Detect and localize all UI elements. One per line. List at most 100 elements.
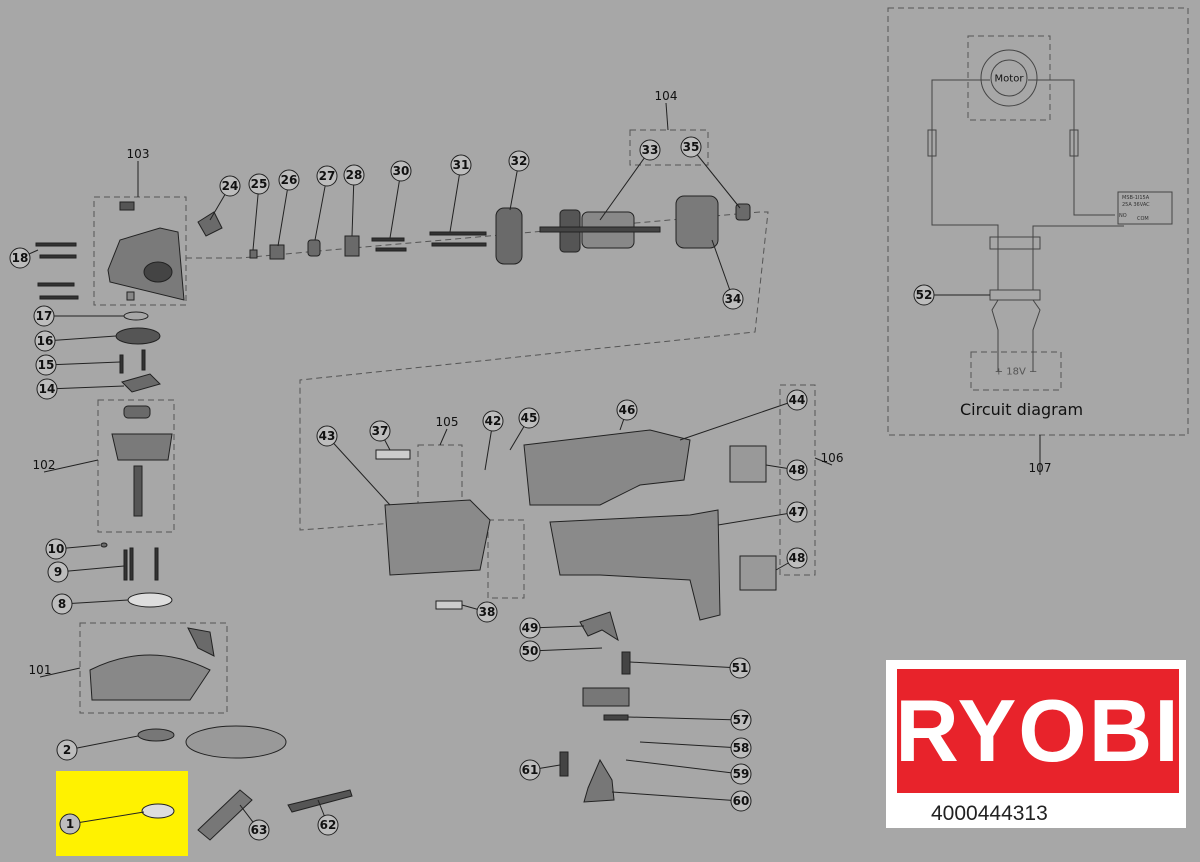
group-label-101: 101	[29, 663, 52, 677]
callout-circle	[476, 601, 498, 623]
callout-48: 48	[786, 459, 808, 481]
gear-housing	[107, 227, 185, 301]
group-box-103	[93, 196, 187, 306]
callout-label: 57	[733, 713, 750, 727]
callout-label: 35	[683, 140, 700, 154]
callout-15: 15	[35, 354, 57, 376]
callout-circle	[616, 399, 638, 421]
bearing-housing	[111, 433, 173, 461]
switch-rating: 25A 36VAC	[1122, 202, 1150, 208]
part-number: 4000444313	[931, 802, 1048, 825]
guard-101	[89, 654, 211, 701]
leader-line	[45, 361, 121, 366]
label-48-bottom	[739, 555, 777, 591]
callout-label: 47	[789, 505, 806, 519]
callout-circle	[47, 561, 69, 583]
leader-line	[629, 661, 741, 669]
callout-label: 62	[320, 818, 337, 832]
leader-line	[66, 735, 139, 751]
ring-17	[123, 311, 149, 321]
callout-label: 32	[511, 154, 528, 168]
callout-label: 38	[479, 605, 496, 619]
plate-14	[121, 373, 161, 393]
callout-62: 62	[317, 814, 339, 836]
bearing-102	[123, 405, 151, 419]
callout-47: 47	[786, 501, 808, 523]
callout-circle	[730, 737, 752, 759]
callout-circle	[35, 354, 57, 376]
callout-circle	[730, 763, 752, 785]
callout-35: 35	[680, 136, 702, 158]
switch-no-label: NO	[1119, 213, 1127, 219]
brand-panel: RYOBI 4000444313	[886, 660, 1186, 828]
group-label-102: 102	[33, 458, 56, 472]
switch	[582, 687, 630, 707]
callout-label: 48	[789, 551, 806, 565]
guard-clamp	[187, 627, 215, 657]
lever-60	[583, 758, 615, 803]
group-leader	[665, 102, 669, 131]
armature-shaft	[539, 226, 661, 233]
leader-line	[252, 183, 260, 251]
group-box-105b	[487, 519, 525, 599]
wrench-62	[287, 789, 353, 813]
label-48-top	[729, 445, 767, 483]
leader-line	[314, 175, 328, 241]
part-24	[197, 211, 223, 237]
callout-circle	[519, 640, 541, 662]
group-box-104	[629, 129, 709, 166]
callout-circle	[786, 389, 808, 411]
callout-label: 18	[12, 251, 29, 265]
callout-circle	[36, 378, 58, 400]
battery-box	[970, 351, 1062, 391]
callout-16: 16	[34, 330, 56, 352]
callout-label: 10	[48, 542, 65, 556]
callout-label: 60	[733, 794, 750, 808]
flange-2	[137, 728, 175, 742]
callout-circle	[518, 407, 540, 429]
callout-circle	[248, 819, 270, 841]
logo-text: RYOBI	[895, 681, 1181, 780]
callout-25: 25	[248, 173, 270, 195]
callout-51: 51	[729, 657, 751, 679]
pin-57	[603, 714, 629, 721]
screws-15	[119, 349, 146, 374]
callout-label: 42	[485, 414, 502, 428]
callout-label: 58	[733, 741, 750, 755]
circuit-diagram-title: Circuit diagram	[960, 400, 1084, 419]
callout-label: 30	[393, 164, 410, 178]
callout-17: 17	[33, 305, 55, 327]
leader-line	[389, 170, 402, 239]
nut-1	[141, 803, 175, 819]
callout-30: 30	[390, 160, 412, 182]
callout-label: 44	[789, 393, 806, 407]
group-leader	[439, 428, 448, 446]
callout-label: 28	[346, 168, 363, 182]
callout-circle	[343, 164, 365, 186]
screws-18	[35, 242, 79, 300]
leader-line	[679, 399, 798, 441]
callout-38: 38	[476, 601, 498, 623]
callout-circle	[508, 150, 530, 172]
switch-model: MSB-1I15A	[1122, 195, 1150, 201]
callout-circle	[317, 814, 339, 836]
callout-label: 2	[63, 743, 71, 757]
spindle-lock	[143, 261, 173, 283]
callout-50: 50	[519, 640, 541, 662]
callout-32: 32	[508, 150, 530, 172]
callout-label: 49	[522, 621, 539, 635]
callout-circle	[639, 139, 661, 161]
callout-8: 8	[51, 593, 73, 615]
callout-label: 34	[725, 292, 742, 306]
leader-line	[326, 435, 391, 506]
leader-line	[639, 741, 742, 749]
callout-circle	[56, 739, 78, 761]
spindle	[133, 465, 143, 517]
group-label-104: 104	[655, 89, 678, 103]
leader-line	[277, 179, 290, 247]
leader-line	[57, 565, 125, 573]
callout-44: 44	[786, 389, 808, 411]
part-26	[269, 244, 285, 260]
group-leader	[39, 667, 81, 678]
callout-label: 17	[36, 309, 53, 323]
